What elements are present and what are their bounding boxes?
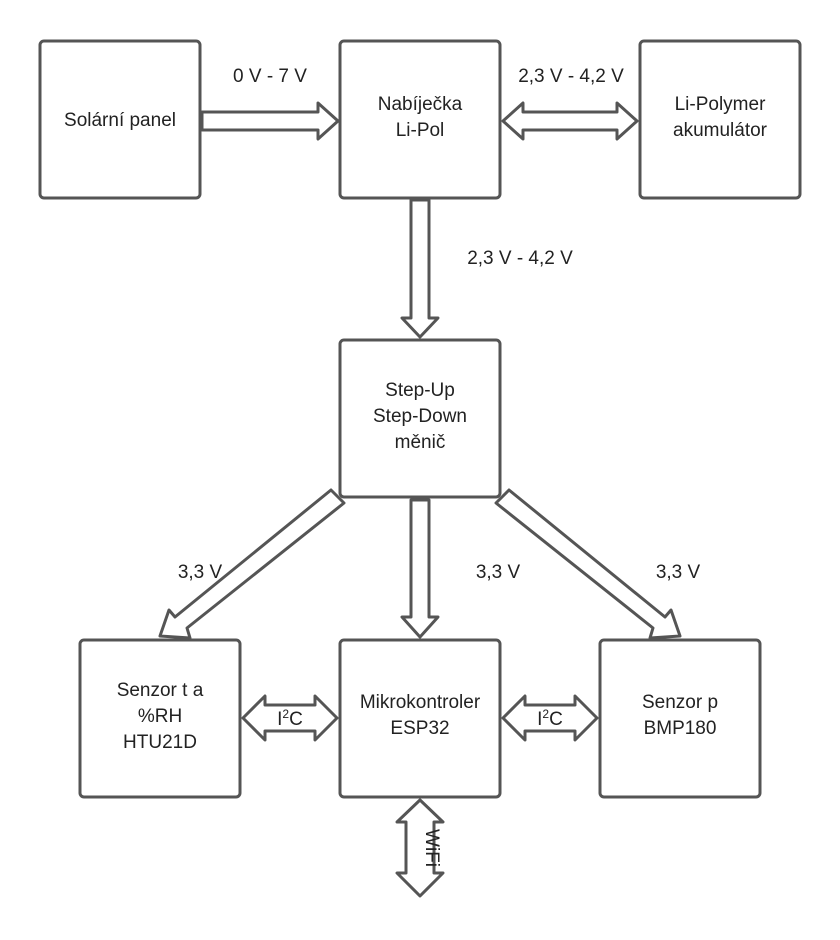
- block-sensor-bmp180-label-1: Senzor p: [642, 692, 718, 713]
- arrow-converter-to-htu21d: [158, 488, 346, 640]
- block-solar-panel-label-1: Solární panel: [64, 110, 176, 131]
- block-sensor-htu21d-label-3: HTU21D: [123, 732, 197, 753]
- block-converter-label-2: Step-Down: [373, 406, 467, 427]
- block-converter: Step-Up Step-Down měnič: [338, 338, 502, 499]
- block-sensor-htu21d: Senzor t a %RH HTU21D: [78, 638, 242, 799]
- arrow-i2c-right: [501, 694, 599, 742]
- label-i2c-right-sup: 2: [542, 707, 549, 721]
- arrow-converter-to-bmp180: [494, 488, 682, 640]
- block-sensor-bmp180-label-2: BMP180: [644, 718, 717, 739]
- label-mcu-voltage: 3,3 V: [476, 562, 521, 583]
- label-charger-converter-voltage: 2,3 V - 4,2 V: [467, 248, 573, 269]
- label-charger-battery-voltage: 2,3 V - 4,2 V: [518, 66, 624, 87]
- block-battery: Li-Polymer akumulátor: [638, 39, 802, 200]
- label-bmp-voltage: 3,3 V: [656, 562, 701, 583]
- label-i2c-right-tail: C: [549, 709, 563, 730]
- block-charger-label-1: Nabíječka: [378, 94, 463, 115]
- label-i2c-left-base: I: [277, 709, 282, 730]
- block-mcu-label-1: Mikrokontroler: [360, 692, 481, 713]
- block-battery-label-2: akumulátor: [673, 120, 768, 141]
- block-sensor-bmp180: Senzor p BMP180: [598, 638, 762, 799]
- block-charger-label-2: Li-Pol: [396, 120, 445, 141]
- block-sensor-htu21d-label-2: %RH: [138, 706, 182, 727]
- block-converter-label-1: Step-Up: [385, 380, 455, 401]
- label-htu-voltage: 3,3 V: [178, 562, 223, 583]
- arrow-converter-to-mcu: [400, 498, 440, 639]
- label-i2c-left-tail: C: [289, 709, 303, 730]
- arrow-charger-battery: [501, 101, 639, 141]
- label-solar-voltage: 0 V - 7 V: [233, 66, 307, 87]
- block-converter-label-3: měnič: [395, 432, 446, 453]
- block-charger: Nabíječka Li-Pol: [338, 39, 502, 200]
- label-i2c-left-sup: 2: [282, 707, 289, 721]
- block-solar-panel: Solární panel: [38, 39, 202, 200]
- label-i2c-right-base: I: [537, 709, 542, 730]
- block-battery-label-1: Li-Polymer: [675, 94, 766, 115]
- label-wifi: WiFi: [421, 829, 442, 867]
- label-i2c-right: I2C: [537, 707, 563, 730]
- block-sensor-htu21d-label-1: Senzor t a: [117, 680, 204, 701]
- arrow-wifi: [395, 798, 445, 898]
- arrow-solar-to-charger: [200, 101, 340, 141]
- block-mcu-esp32: Mikrokontroler ESP32: [338, 638, 502, 799]
- block-mcu-label-2: ESP32: [390, 718, 449, 739]
- arrow-charger-to-converter: [400, 198, 440, 339]
- arrow-i2c-left: [241, 694, 339, 742]
- label-i2c-left: I2C: [277, 707, 303, 730]
